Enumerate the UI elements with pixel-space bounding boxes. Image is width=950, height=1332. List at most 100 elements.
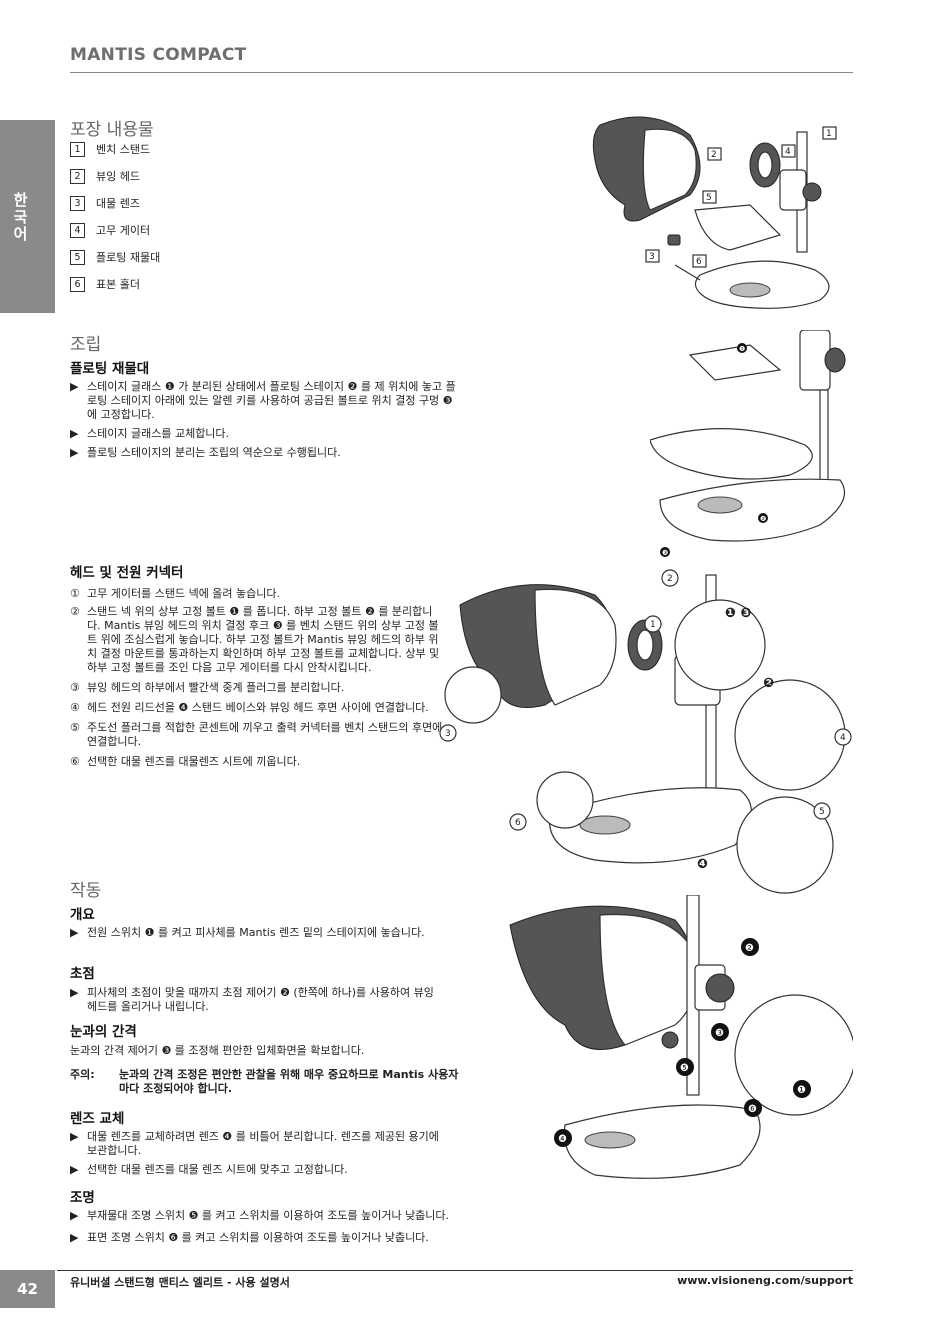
callout-3: ❸ xyxy=(662,549,668,557)
list-item: ▶스테이지 글래스 ❶ 가 분리된 상태에서 플로팅 스테이지 ❷ 를 제 위치… xyxy=(70,380,465,422)
step-number: ① xyxy=(70,587,80,600)
footer-support-link[interactable]: www.visioneng.com/support xyxy=(677,1274,853,1287)
step-text: 헤드 전원 리드선을 ❹ 스탠드 베이스와 뷰잉 헤드 후면 사이에 연결합니다… xyxy=(87,701,429,714)
lens-ring xyxy=(697,496,743,514)
callout-6: 6 xyxy=(696,257,702,267)
list-item: 2 뷰잉 헤드 xyxy=(70,163,160,190)
bullet-arrow-icon: ▶ xyxy=(70,1209,79,1222)
step-text: 선택한 대물 렌즈를 대물 렌즈 시트에 맞추고 고정합니다. xyxy=(87,1163,348,1176)
step-text: 전원 스위치 ❶ 를 켜고 피사체를 Mantis 렌즈 밑의 스테이지에 놓습… xyxy=(87,926,425,939)
step-number: ⑤ xyxy=(70,721,80,734)
step-text: 피사체의 초점이 맞을 때까지 초점 제어기 ❷ (한쪽에 하나)를 사용하여 … xyxy=(87,986,434,1013)
item-number: 3 xyxy=(70,196,85,211)
language-tab: 한국어 xyxy=(0,120,55,313)
operation-title: 작동 xyxy=(70,881,102,901)
step-text: 표면 조명 스위치 ❻ 를 켜고 스위치를 이용하여 조도를 높이거나 낮춥니다… xyxy=(87,1231,429,1244)
bullet-arrow-icon: ▶ xyxy=(70,427,79,440)
item-label: 뷰잉 헤드 xyxy=(96,169,140,183)
callout-4: ❹ xyxy=(558,1134,567,1145)
callout-6: ❻ xyxy=(748,1104,757,1115)
detail-callout-switch xyxy=(734,994,853,1116)
page-header-title: MANTIS COMPACT xyxy=(70,45,247,65)
package-contents-illustration: 1 2 3 4 5 6 xyxy=(592,116,837,309)
gaiter-opening xyxy=(636,629,654,661)
focus-knob xyxy=(802,182,822,202)
step-text: 플로팅 스테이지의 분리는 조립의 역순으로 수행됩니다. xyxy=(87,446,341,459)
head-power-title: 헤드 및 전원 커넥터 xyxy=(70,565,184,581)
lens-ring xyxy=(584,1131,636,1149)
note-label: 주의: xyxy=(70,1068,95,1081)
callout-5: 5 xyxy=(819,807,825,817)
bullet-arrow-icon: ▶ xyxy=(70,1163,79,1176)
focus-knob xyxy=(705,973,735,1003)
callout-2: 2 xyxy=(711,150,717,160)
callout-2: ❷ xyxy=(745,943,754,954)
item-number: 1 xyxy=(70,142,85,157)
overview-steps: ▶ 전원 스위치 ❶ 를 켜고 피사체를 Mantis 렌즈 밑의 스테이지에 놓… xyxy=(70,926,440,943)
detail-callout-connector xyxy=(734,679,846,791)
list-item: 3 대물 렌즈 xyxy=(70,190,160,217)
step-number: ⑥ xyxy=(70,755,80,768)
list-item: ▶ 플로팅 스테이지의 분리는 조립의 역순으로 수행됩니다. xyxy=(70,446,465,460)
floating-stage xyxy=(694,204,782,251)
step-text: 고무 게이터를 스탠드 넥에 올려 놓습니다. xyxy=(87,587,281,600)
head-power-illustration: 2 1 3 4 5 6 ❶ ❸ ❷ ❹ xyxy=(439,569,852,894)
lens-change-steps: ▶대물 렌즈를 교체하려면 렌즈 ❹ 를 비틀어 분리합니다. 렌즈를 제공된 … xyxy=(70,1130,440,1180)
language-tab-label: 한국어 xyxy=(11,192,29,243)
footer-divider xyxy=(57,1270,853,1271)
floating-stage-illustration: ❶ ❷ ❸ xyxy=(650,330,846,557)
list-item: ⑥ 선택한 대물 렌즈를 대물렌즈 시트에 끼웁니다. xyxy=(70,755,445,769)
callout-2: ❷ xyxy=(760,515,766,523)
callout-4: 4 xyxy=(785,147,791,157)
item-label: 고무 게이터 xyxy=(96,223,151,237)
callout-5: ❺ xyxy=(680,1063,689,1074)
bullet-arrow-icon: ▶ xyxy=(70,446,79,459)
step-number: ② xyxy=(70,605,80,618)
eye-distance-title: 눈과의 간격 xyxy=(70,1024,137,1040)
detail-callout-plug xyxy=(444,666,502,724)
item-number: 2 xyxy=(70,169,85,184)
operation-illustration: ❷ ❸ ❺ ❹ ❶ ❻ xyxy=(509,895,853,1179)
item-label: 대물 렌즈 xyxy=(96,196,140,210)
list-item: ▶표면 조명 스위치 ❻ 를 켜고 스위치를 이용하여 조도를 높이거나 낮춥니… xyxy=(70,1231,550,1245)
objective-lens xyxy=(667,234,681,246)
callout-5: 5 xyxy=(706,193,712,203)
step-text: 뷰잉 헤드의 하부에서 빨간색 중계 플러그를 분리합니다. xyxy=(87,681,345,694)
assembly-title: 조립 xyxy=(70,335,102,355)
detail-callout-bolts xyxy=(674,599,766,691)
floating-stage xyxy=(650,428,813,480)
callout-1: 1 xyxy=(826,129,832,139)
item-label: 플로팅 재물대 xyxy=(96,250,161,264)
step-text: 부재물대 조명 스위치 ❺ 를 켜고 스위치를 이용하여 조도를 높이거나 낮춥… xyxy=(87,1209,450,1222)
callout-1: 1 xyxy=(650,620,656,630)
item-number: 4 xyxy=(70,223,85,238)
callout-lower-bolt: ❷ xyxy=(763,676,774,691)
callout-1: ❶ xyxy=(739,345,745,353)
item-label: 벤치 스탠드 xyxy=(96,142,151,156)
list-item: ▶대물 렌즈를 교체하려면 렌즈 ❹ 를 비틀어 분리합니다. 렌즈를 제공된 … xyxy=(70,1130,440,1158)
stand-base xyxy=(563,1104,761,1179)
specimen-holder xyxy=(674,264,701,281)
bullet-arrow-icon: ▶ xyxy=(70,926,79,939)
callout-3: 3 xyxy=(649,252,655,262)
step-text: 선택한 대물 렌즈를 대물렌즈 시트에 끼웁니다. xyxy=(87,755,301,768)
callout-3: ❸ xyxy=(715,1028,724,1039)
step-text: 주도선 플러그를 적합한 콘센트에 끼우고 출력 커넥터를 벤치 스탠드의 후면… xyxy=(87,721,443,748)
stand-bracket xyxy=(779,169,807,211)
step-text: 스테이지 글래스를 교체합니다. xyxy=(87,427,230,440)
package-title: 포장 내용물 xyxy=(70,120,154,140)
list-item: ▶ 선택한 대물 렌즈를 대물 렌즈 시트에 맞추고 고정합니다. xyxy=(70,1163,440,1177)
footer-manual-title: 유니버셜 스탠드형 맨티스 엘리트 - 사용 설명서 xyxy=(70,1276,290,1289)
bullet-arrow-icon: ▶ xyxy=(70,380,79,393)
item-number: 6 xyxy=(70,277,85,292)
lens-change-title: 렌즈 교체 xyxy=(70,1111,125,1127)
stand-base xyxy=(659,478,845,542)
list-item: ⑤ 주도선 플러그를 적합한 콘센트에 끼우고 출력 커넥터를 벤치 스탠드의 후… xyxy=(70,721,445,749)
callout-power-lead: ❹ xyxy=(697,857,708,872)
page-number: 42 xyxy=(0,1270,55,1308)
